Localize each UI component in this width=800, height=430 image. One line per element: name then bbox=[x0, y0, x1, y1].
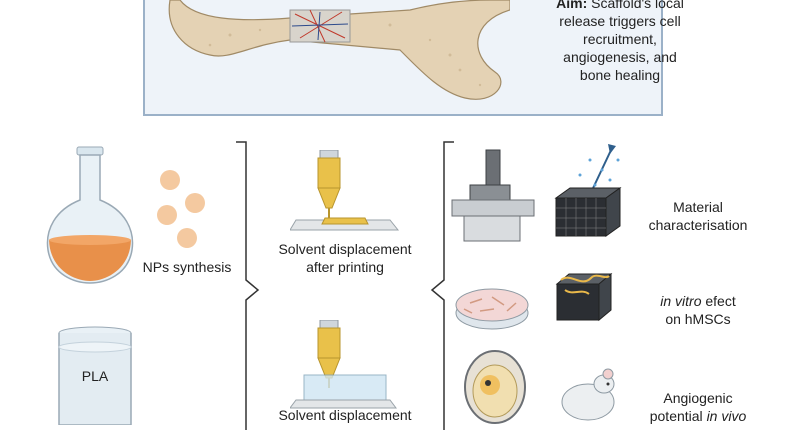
angio-line-2-plain: potential bbox=[649, 408, 707, 424]
printer-nozzle-2-icon bbox=[290, 320, 397, 409]
nanoparticles-icon bbox=[157, 170, 205, 248]
right-bracket bbox=[236, 141, 260, 430]
material-line-1: Material bbox=[673, 199, 723, 215]
angio-line-2-italic: in vivo bbox=[706, 408, 747, 424]
aim-line-4: angiogenesis, and bbox=[563, 49, 677, 65]
invitro-italic: in vitro bbox=[660, 293, 702, 309]
mouse-icon bbox=[561, 368, 615, 421]
aim-line-5: bone healing bbox=[579, 67, 661, 83]
bone-shape bbox=[168, 0, 510, 100]
printer-nozzle-1-icon bbox=[290, 150, 400, 231]
microscope-icon bbox=[451, 149, 535, 242]
angio-line-1: Angiogenic bbox=[663, 390, 733, 406]
invitro-rest: efect bbox=[701, 293, 736, 309]
pla-label: PLA bbox=[81, 368, 109, 384]
invitro-label: in vitro efect on hMSCs bbox=[628, 292, 768, 328]
step-1-line-2: after printing bbox=[306, 259, 384, 275]
beaker-icon bbox=[58, 326, 132, 425]
step-2-label: Solvent displacement bbox=[278, 407, 412, 423]
step-1-label: Solvent displacement after printing bbox=[265, 240, 425, 276]
aim-bold: Aim: bbox=[556, 0, 588, 11]
porous-cube-icon bbox=[554, 144, 622, 237]
nps-synthesis-label: NPs synthesis bbox=[142, 259, 232, 275]
scaffold-defect bbox=[289, 9, 351, 43]
material-line-2: characterisation bbox=[648, 217, 748, 233]
aim-line-3: recruitment, bbox=[583, 31, 657, 47]
aim-text: Aim: Scaffold's local release triggers c… bbox=[520, 0, 720, 84]
material-label: Material characterisation bbox=[628, 198, 768, 234]
invitro-line-2: on hMSCs bbox=[665, 311, 731, 327]
step-1-line-1: Solvent displacement bbox=[278, 241, 412, 257]
petri-dish-icon bbox=[455, 288, 529, 330]
aim-line-1: Scaffold's local bbox=[591, 0, 684, 11]
bone-illustration bbox=[168, 0, 510, 100]
cell-scaffold-icon bbox=[555, 272, 613, 322]
left-bracket bbox=[430, 141, 454, 430]
flask-icon bbox=[46, 146, 134, 284]
angiogenic-label: Angiogenic potential in vivo bbox=[628, 389, 768, 425]
aim-line-2: release triggers cell bbox=[559, 13, 681, 29]
egg-embryo-icon bbox=[464, 350, 526, 424]
